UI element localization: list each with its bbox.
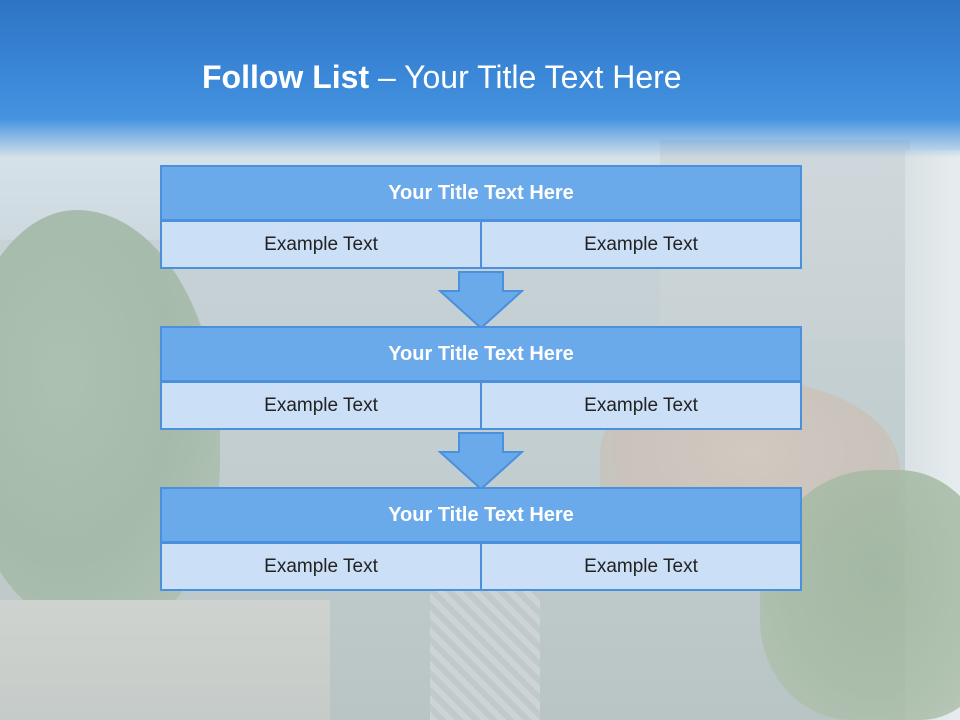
step-2-left-text: Example Text <box>160 381 482 430</box>
step-3-left-text: Example Text <box>160 542 482 591</box>
step-row-3: Example Text Example Text <box>160 542 802 591</box>
background-wall <box>0 600 330 720</box>
down-arrow-icon <box>438 271 524 329</box>
slide-header <box>0 0 960 158</box>
step-block-3: Your Title Text Here Example Text Exampl… <box>160 487 802 591</box>
slide-title: Follow List – Your Title Text Here <box>202 55 682 99</box>
step-1-right-text: Example Text <box>482 220 802 269</box>
step-block-2: Your Title Text Here Example Text Exampl… <box>160 326 802 430</box>
step-title-3: Your Title Text Here <box>160 487 802 543</box>
slide-title-rest: – Your Title Text Here <box>369 59 682 95</box>
background-pillar <box>430 590 540 720</box>
step-block-1: Your Title Text Here Example Text Exampl… <box>160 165 802 269</box>
down-arrow-icon <box>438 432 524 490</box>
step-3-right-text: Example Text <box>482 542 802 591</box>
step-row-2: Example Text Example Text <box>160 381 802 430</box>
slide-title-bold: Follow List <box>202 59 370 95</box>
step-title-2: Your Title Text Here <box>160 326 802 382</box>
step-row-1: Example Text Example Text <box>160 220 802 269</box>
step-title-1: Your Title Text Here <box>160 165 802 221</box>
step-2-right-text: Example Text <box>482 381 802 430</box>
step-1-left-text: Example Text <box>160 220 482 269</box>
